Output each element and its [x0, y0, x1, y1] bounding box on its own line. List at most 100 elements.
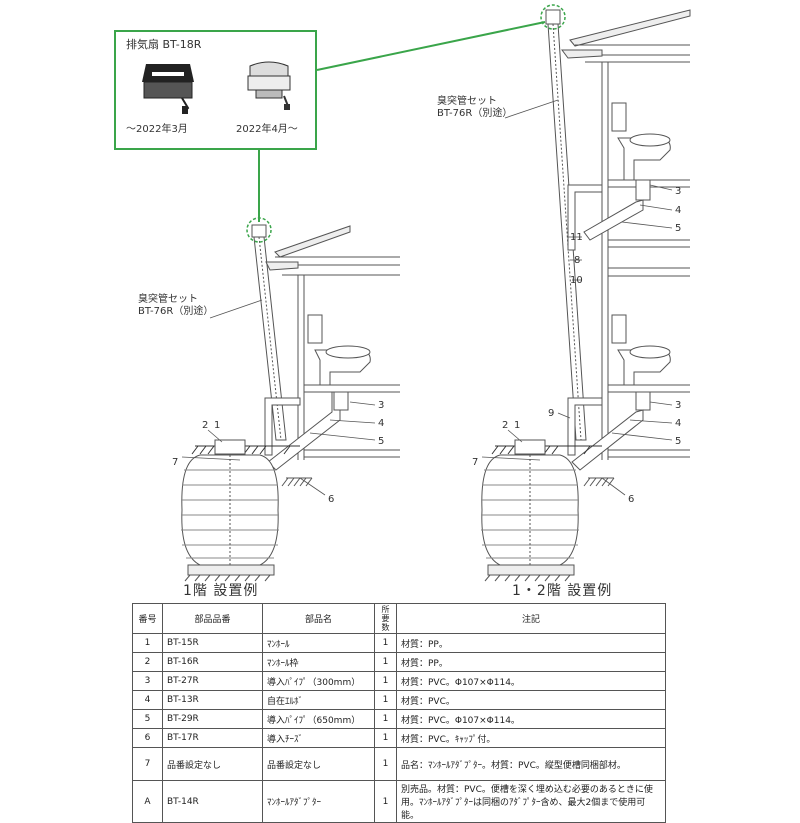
right-callout-4a: 4 [675, 205, 681, 216]
left-vent-label: 臭突管セット BT-76R（別途） [138, 294, 213, 318]
row-part-code: BT-15R [162, 633, 263, 653]
left-vent-label-line1: 臭突管セット [138, 294, 198, 305]
row-part-code: BT-16R [162, 652, 263, 672]
row-notes: 材質：PVC。Φ107×Φ114。 [396, 671, 666, 691]
table-row: 3 BT-27R 導入ﾊﾟｲﾌﾟ（300mm） 1 材質：PVC。Φ107×Φ1… [132, 671, 666, 691]
right-callout-3b: 3 [675, 400, 681, 411]
row-notes: 品名：ﾏﾝﾎｰﾙｱﾀﾞﾌﾟﾀｰ。材質：PVC。縦型便槽同梱部材。 [396, 747, 666, 781]
left-building [274, 225, 400, 487]
right-leader-lines [481, 99, 673, 496]
row-part-name: 品番設定なし [262, 747, 375, 781]
left-callout-2: 2 [202, 420, 208, 431]
right-callout-1: 1 [514, 420, 520, 431]
row-part-name: 導入ﾊﾟｲﾌﾟ（300mm） [262, 671, 375, 691]
left-callout-4: 4 [378, 418, 384, 429]
left-callout-5: 5 [378, 436, 384, 447]
right-callout-3a: 3 [675, 186, 681, 197]
row-part-name: ﾏﾝﾎｰﾙｱﾀﾞﾌﾟﾀｰ [262, 780, 375, 823]
header-notes: 注記 [396, 603, 666, 634]
row-number: 3 [132, 671, 163, 691]
row-number: 6 [132, 728, 163, 748]
row-part-name: ﾏﾝﾎｰﾙ [262, 633, 375, 653]
row-notes: 別売品。材質：PVC。便槽を深く埋め込む必要のあるときに使用。ﾏﾝﾎｰﾙｱﾀﾞﾌ… [396, 780, 666, 823]
table-row: 6 BT-17R 導入ﾁｰｽﾞ 1 材質：PVC。ｷｬｯﾌﾟ付。 [132, 728, 666, 748]
left-callout-numbers: 2 1 7 3 4 5 6 [172, 400, 384, 505]
right-vent-label-line2: BT-76R（別途） [437, 108, 513, 119]
fan-old-model-date: ～2022年3月 [126, 124, 188, 135]
right-callout-5b: 5 [675, 436, 681, 447]
row-notes: 材質：PVC。Φ107×Φ114。 [396, 709, 666, 729]
left-diagram-caption: 1階 設置例 [183, 583, 259, 599]
table-row: 7 品番設定なし 品番設定なし 1 品名：ﾏﾝﾎｰﾙｱﾀﾞﾌﾟﾀｰ。材質：PVC… [132, 747, 666, 781]
right-callout-numbers: 3 4 5 11 8 10 2 1 7 9 3 4 5 6 [472, 186, 681, 505]
header-part-code: 部品品番 [162, 603, 263, 634]
row-part-code: BT-13R [162, 690, 263, 710]
row-part-code: 品番設定なし [162, 747, 263, 781]
right-callout-7: 7 [472, 457, 478, 468]
row-quantity: 1 [374, 747, 397, 781]
row-quantity: 1 [374, 690, 397, 710]
row-quantity: 1 [374, 652, 397, 672]
right-callout-8: 8 [574, 255, 580, 266]
right-vent-label: 臭突管セット BT-76R（別途） [437, 96, 512, 120]
row-part-code: BT-14R [162, 780, 263, 823]
row-notes: 材質：PP。 [396, 633, 666, 653]
left-vent-pipe [191, 224, 349, 471]
right-diagram-caption: 1・2階 設置例 [512, 583, 613, 599]
row-part-code: BT-29R [162, 709, 263, 729]
row-number: 1 [132, 633, 163, 653]
right-callout-10: 10 [570, 275, 583, 286]
fan-callout-title: 排気扇 BT-18R [126, 38, 202, 51]
table-row: A BT-14R ﾏﾝﾎｰﾙｱﾀﾞﾌﾟﾀｰ 1 別売品。材質：PVC。便槽を深く… [132, 780, 666, 823]
table-row: 2 BT-16R ﾏﾝﾎｰﾙ枠 1 材質：PP。 [132, 652, 666, 672]
left-vent-label-line2: BT-76R（別途） [138, 306, 214, 317]
right-vent-label-line1: 臭突管セット [437, 96, 497, 107]
right-callout-6: 6 [628, 494, 634, 505]
fan-new-model-date: 2022年4月～ [236, 124, 298, 135]
header-part-name: 部品名 [262, 603, 375, 634]
left-callout-6: 6 [328, 494, 334, 505]
fan-callout-connectors [258, 21, 546, 222]
row-quantity: 1 [374, 780, 397, 823]
row-part-name: 自在ｴﾙﾎﾞ [262, 690, 375, 710]
left-callout-3: 3 [378, 400, 384, 411]
right-callout-11: 11 [570, 232, 583, 243]
row-number: A [132, 780, 163, 823]
table-row: 1 BT-15R ﾏﾝﾎｰﾙ 1 材質：PP。 [132, 633, 666, 653]
table-row: 4 BT-13R 自在ｴﾙﾎﾞ 1 材質：PVC。 [132, 690, 666, 710]
row-notes: 材質：PVC。ｷｬｯﾌﾟ付。 [396, 728, 666, 748]
row-quantity: 1 [374, 633, 397, 653]
fan-new-model-image [247, 61, 291, 110]
row-number: 2 [132, 652, 163, 672]
right-callout-2: 2 [502, 420, 508, 431]
left-leader-lines [181, 299, 376, 496]
header-quantity: 所要数 [374, 603, 397, 634]
vent-cap-highlights [246, 4, 566, 243]
parts-table: 番号 部品品番 部品名 所要数 注記 1 BT-15R ﾏﾝﾎｰﾙ 1 材質：P… [132, 603, 666, 823]
right-callout-5a: 5 [675, 223, 681, 234]
row-notes: 材質：PVC。 [396, 690, 666, 710]
right-callout-9: 9 [548, 408, 554, 419]
row-number: 4 [132, 690, 163, 710]
right-building [569, 9, 691, 487]
row-part-name: ﾏﾝﾎｰﾙ枠 [262, 652, 375, 672]
left-septic-tank [181, 439, 279, 582]
row-number: 7 [132, 747, 163, 781]
row-quantity: 1 [374, 709, 397, 729]
fan-old-model-image [142, 64, 194, 114]
row-quantity: 1 [374, 728, 397, 748]
installation-diagram: 2 1 7 3 4 5 6 3 4 5 11 8 10 2 1 7 9 3 4 … [172, 4, 691, 582]
row-part-code: BT-17R [162, 728, 263, 748]
right-callout-4b: 4 [675, 418, 681, 429]
row-part-name: 導入ﾊﾟｲﾌﾟ（650mm） [262, 709, 375, 729]
left-callout-1: 1 [214, 420, 220, 431]
table-row: 5 BT-29R 導入ﾊﾟｲﾌﾟ（650mm） 1 材質：PVC。Φ107×Φ1… [132, 709, 666, 729]
row-quantity: 1 [374, 671, 397, 691]
parts-table-header: 番号 部品品番 部品名 所要数 注記 [132, 603, 666, 634]
left-callout-7: 7 [172, 457, 178, 468]
right-vent-pipe [491, 9, 651, 471]
fan-callout-box: 排気扇 BT-18R ～2022年3月 2022年4月～ [114, 30, 317, 150]
row-part-name: 導入ﾁｰｽﾞ [262, 728, 375, 748]
row-part-code: BT-27R [162, 671, 263, 691]
right-septic-tank [481, 439, 579, 582]
